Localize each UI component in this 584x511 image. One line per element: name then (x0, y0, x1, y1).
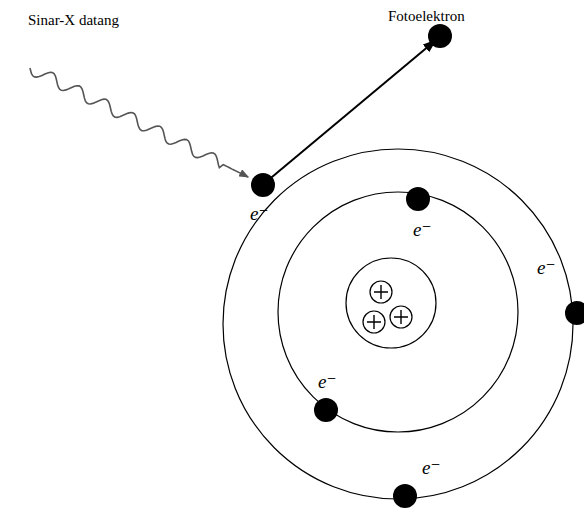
nucleus (346, 258, 436, 348)
protons (363, 281, 412, 333)
photoelectron-label: Fotoelektron (388, 8, 465, 25)
inner-shell (278, 192, 518, 432)
electron-label: e⁻ (537, 258, 555, 279)
outer-shell (223, 149, 573, 499)
photoelectron-arrow (266, 40, 436, 182)
x-ray-label: Sinar-X datang (28, 12, 119, 29)
electron-label: e⁻ (413, 220, 431, 241)
electron-label: e⁻ (250, 204, 268, 225)
proton-plus-signs (367, 285, 408, 329)
electron-label: e⁻ (318, 372, 336, 393)
electrons (251, 24, 584, 508)
electron-label: e⁻ (422, 458, 440, 479)
x-ray-wave (30, 68, 248, 177)
